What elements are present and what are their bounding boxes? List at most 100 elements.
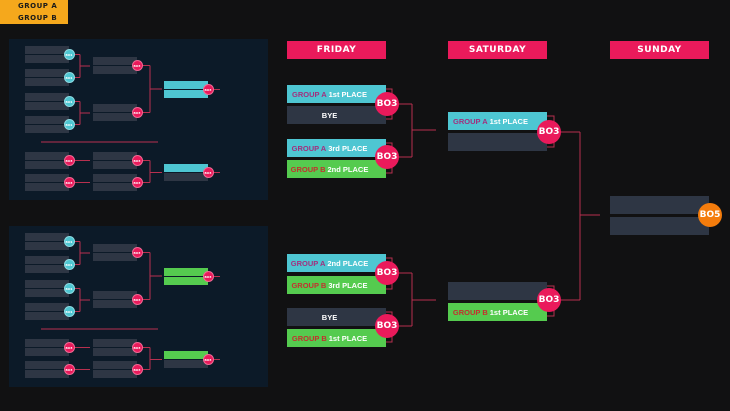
bo3-badge: BO3 [202,271,214,282]
placement: 1st PLACE [489,307,529,317]
team-slot[interactable] [93,339,137,347]
placement: 2nd PLACE [327,164,369,174]
saturday-m2-top[interactable] [448,282,547,300]
bo3-badge: BO3 [375,261,399,285]
group-label-a: GROUP A [0,0,68,12]
group-name: GROUP B [291,333,327,343]
team-slot[interactable] [25,289,69,297]
bo3-badge: BO3 [131,364,143,375]
team-slot[interactable] [93,361,137,369]
group-name: GROUP A [453,116,488,126]
team-slot[interactable] [93,348,137,356]
sunday-final-bottom[interactable] [610,217,709,235]
team-slot[interactable] [25,125,69,133]
team-slot[interactable] [93,291,137,299]
team-slot[interactable] [93,152,137,160]
team-slot[interactable] [93,183,137,191]
team-slot[interactable] [25,174,69,182]
team-slot[interactable] [93,244,137,252]
team-slot[interactable] [25,152,69,160]
bo1-badge: BO1 [63,119,75,130]
bo1-badge: BO1 [63,259,75,270]
team-slot[interactable] [93,370,137,378]
team-slot[interactable] [164,268,208,276]
team-slot[interactable] [25,161,69,169]
team-slot[interactable] [25,116,69,124]
team-slot[interactable] [25,339,69,347]
team-slot[interactable] [164,90,208,98]
bo3-badge: BO3 [375,92,399,116]
bo3-badge: BO3 [63,364,75,375]
bo1-badge: BO1 [63,96,75,107]
team-slot[interactable] [25,256,69,264]
placement: 1st PLACE [328,333,368,343]
bo3-badge: BO3 [131,247,143,258]
team-slot[interactable] [164,173,208,181]
group-name: GROUP A [291,143,327,153]
team-slot[interactable] [25,242,69,250]
team-slot[interactable] [25,280,69,288]
bo3-badge: BO3 [63,342,75,353]
team-slot[interactable] [93,66,137,74]
bo3-badge: BO3 [131,294,143,305]
team-slot[interactable] [25,93,69,101]
team-slot[interactable] [25,233,69,241]
team-slot[interactable] [25,102,69,110]
team-slot[interactable] [93,113,137,121]
sunday-final-top[interactable] [610,196,709,214]
bo3-badge: BO3 [131,342,143,353]
team-slot[interactable] [93,104,137,112]
team-slot[interactable] [93,57,137,65]
bo1-badge: BO1 [63,283,75,294]
bo5-badge: BO5 [698,203,722,227]
team-slot[interactable] [25,265,69,273]
bo3-badge: BO3 [131,60,143,71]
team-slot[interactable] [25,69,69,77]
group-label-b: GROUP B [0,12,68,24]
team-slot[interactable] [93,161,137,169]
group-name: GROUP B [290,164,326,174]
team-slot[interactable] [25,312,69,320]
friday-m1-bottom[interactable]: BYE [287,106,386,124]
bo1-badge: BO1 [63,306,75,317]
group-name: GROUP A [290,258,326,268]
team-slot[interactable] [25,78,69,86]
team-slot[interactable] [25,183,69,191]
placement: 3rd PLACE [328,143,368,153]
bo3-badge: BO3 [202,354,214,365]
team-slot[interactable] [93,174,137,182]
team-slot[interactable] [25,361,69,369]
bo3-badge: BO3 [375,145,399,169]
placement: 3rd PLACE [328,280,368,290]
team-slot[interactable] [25,303,69,311]
team-slot[interactable] [25,348,69,356]
team-slot[interactable] [164,164,208,172]
team-slot[interactable] [25,55,69,63]
friday-m4-top[interactable]: BYE [287,308,386,326]
team-slot[interactable] [93,300,137,308]
team-slot[interactable] [164,351,208,359]
bo3-badge: BO3 [63,177,75,188]
day-header-friday: FRIDAY [287,41,386,59]
saturday-m1-bottom[interactable] [448,133,547,151]
bo3-badge: BO3 [131,155,143,166]
team-slot[interactable] [164,277,208,285]
day-header-saturday: SATURDAY [448,41,547,59]
group-name: GROUP B [452,307,488,317]
team-slot[interactable] [93,253,137,261]
team-slot[interactable] [25,370,69,378]
team-slot[interactable] [164,360,208,368]
team-slot[interactable] [164,81,208,89]
team-slot[interactable] [25,46,69,54]
